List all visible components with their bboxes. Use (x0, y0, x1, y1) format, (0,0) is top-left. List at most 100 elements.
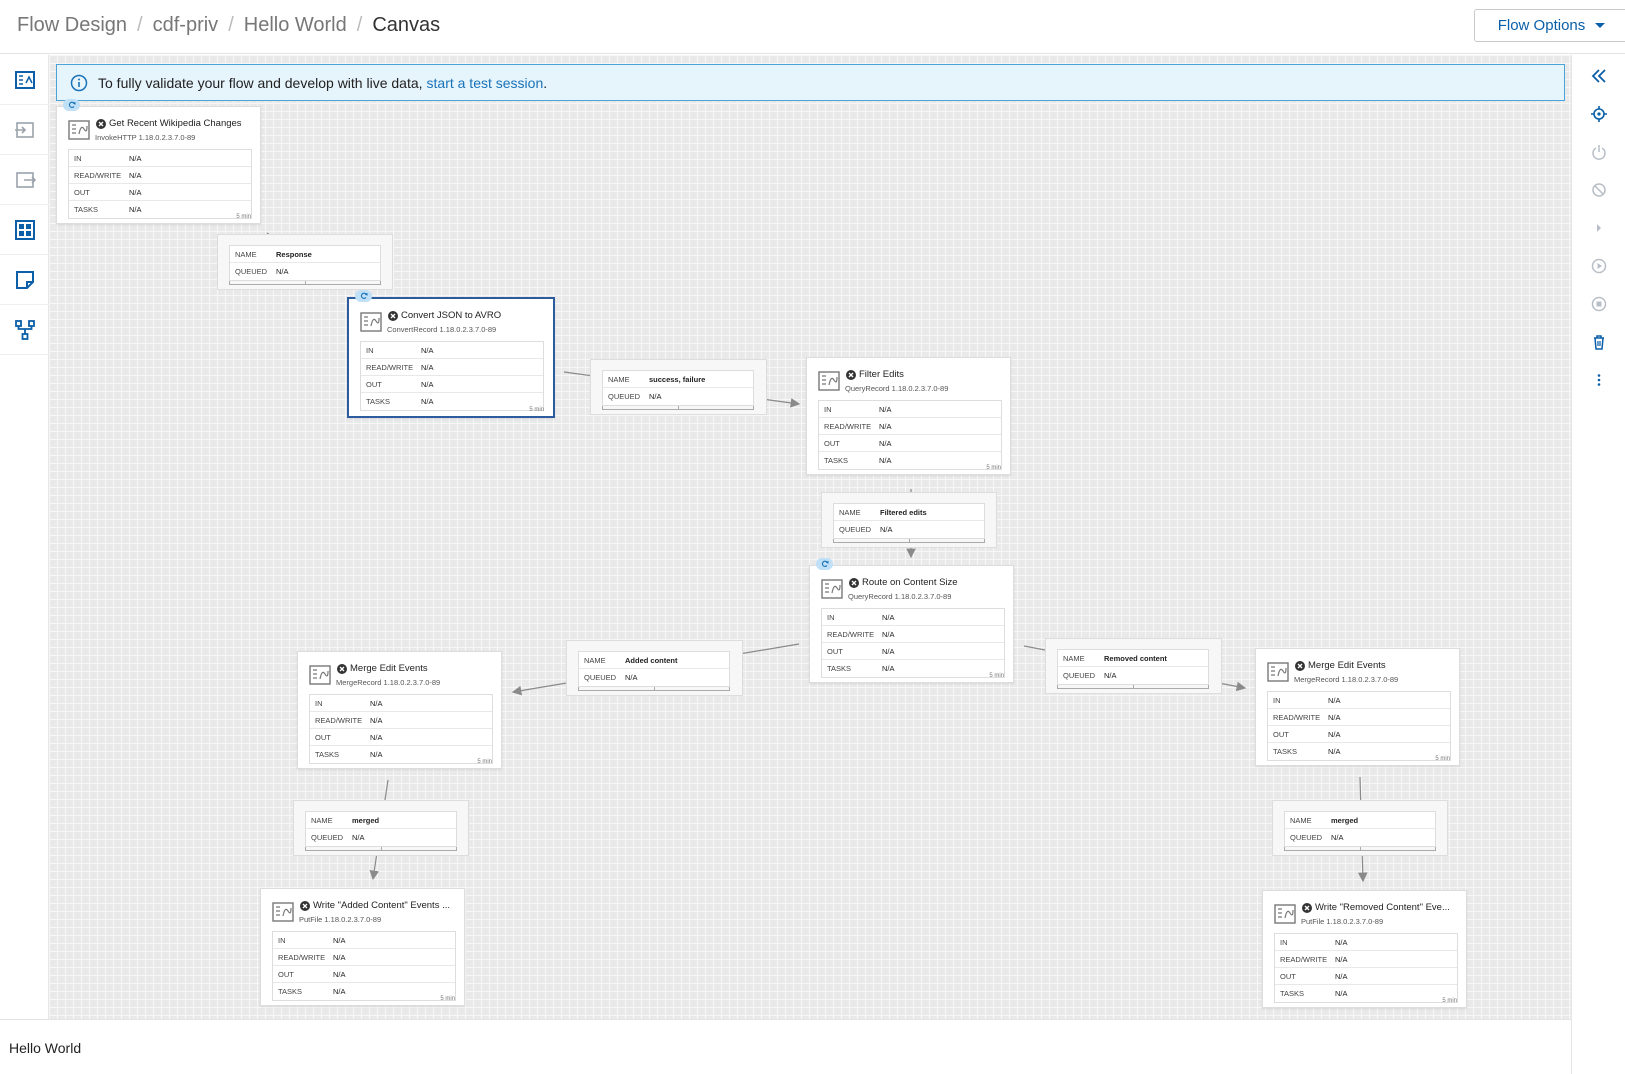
output-port-tool-button[interactable] (0, 155, 49, 205)
conn-queued-value: N/A (649, 392, 662, 401)
conn-queued-value: N/A (1331, 833, 1344, 842)
more-options-button[interactable] (1572, 361, 1625, 399)
stat-value: N/A (1328, 695, 1341, 705)
refresh-badge (816, 558, 833, 570)
error-icon (300, 901, 310, 911)
processor-tool-button[interactable] (0, 55, 49, 105)
processor-route-on-content-size[interactable]: Route on Content Size QueryRecord 1.18.0… (809, 558, 1014, 683)
stat-value: N/A (421, 345, 434, 355)
processor-get-recent-wikipedia-changes[interactable]: Get Recent Wikipedia Changes InvokeHTTP … (56, 99, 261, 224)
processor-merge-edit-events-left[interactable]: Merge Edit Events MergeRecord 1.18.0.2.3… (297, 651, 502, 769)
locate-button[interactable] (1572, 95, 1625, 133)
stat-value: N/A (421, 379, 434, 389)
processor-convert-json-to-avro[interactable]: Convert JSON to AVRO ConvertRecord 1.18.… (347, 290, 555, 418)
breadcrumb-hello-world[interactable]: Hello World (243, 14, 347, 36)
stat-label: READ/WRITE (315, 715, 363, 725)
stat-label: IN (278, 935, 286, 945)
stat-value: N/A (333, 987, 346, 996)
queue-bar (1284, 847, 1436, 851)
conn-queued-label: QUEUED (311, 833, 344, 842)
stat-label: READ/WRITE (74, 170, 122, 180)
stat-label: OUT (315, 732, 331, 742)
conn-queued-label: QUEUED (235, 267, 268, 276)
conn-queued-label: QUEUED (839, 525, 872, 534)
enable-button[interactable] (1572, 133, 1625, 171)
stop-button[interactable] (1572, 285, 1625, 323)
stat-value: N/A (129, 153, 142, 163)
input-port-tool-button[interactable] (0, 105, 49, 155)
test-session-banner: To fully validate your flow and develop … (56, 64, 1565, 101)
queue-bar (578, 687, 730, 691)
refresh-badge (355, 290, 372, 302)
conn-name-label: NAME (1290, 815, 1312, 825)
stat-value: N/A (370, 750, 383, 759)
processor-name: Route on Content Size (862, 577, 958, 588)
stat-label: READ/WRITE (824, 421, 872, 431)
funnel-tool-button[interactable] (0, 305, 49, 355)
disable-button[interactable] (1572, 171, 1625, 209)
breadcrumb: Flow Design / cdf-priv / Hello World / C… (17, 14, 440, 37)
breadcrumb-cdf-priv[interactable]: cdf-priv (152, 14, 219, 36)
stat-rw-row: READ/WRITE N/A (819, 418, 1001, 435)
stats-period: 5 min (529, 407, 544, 413)
stat-label: OUT (74, 187, 90, 197)
caret-right-icon (1597, 224, 1601, 232)
breadcrumb-separator: / (137, 14, 143, 36)
processor-icon (14, 70, 35, 89)
expand-button[interactable] (1572, 209, 1625, 247)
processor-type: PutFile 1.18.0.2.3.7.0-89 (1301, 917, 1384, 926)
stats-period: 5 min (477, 759, 492, 765)
stat-value: N/A (879, 421, 892, 431)
breadcrumb-canvas: Canvas (372, 14, 441, 36)
start-button[interactable] (1572, 247, 1625, 285)
processor-icon (818, 371, 840, 391)
start-test-session-link[interactable]: start a test session (426, 74, 544, 91)
conn-name-label: NAME (311, 815, 333, 825)
error-icon (337, 664, 347, 674)
process-group-tool-button[interactable] (0, 205, 49, 255)
stat-value: N/A (1328, 747, 1341, 756)
label-tool-button[interactable] (0, 255, 49, 305)
info-icon (70, 74, 88, 91)
stat-label: OUT (1273, 729, 1289, 739)
processor-filter-edits[interactable]: Filter Edits QueryRecord 1.18.0.2.3.7.0-… (806, 357, 1011, 475)
flow-canvas[interactable]: To fully validate your flow and develop … (49, 55, 1571, 1019)
breadcrumb-flow-design[interactable]: Flow Design (17, 14, 128, 36)
processor-name: Merge Edit Events (350, 663, 428, 674)
processor-type: QueryRecord 1.18.0.2.3.7.0-89 (845, 384, 949, 393)
processor-type: MergeRecord 1.18.0.2.3.7.0-89 (336, 678, 441, 687)
trash-icon (1594, 335, 1604, 350)
processor-merge-edit-events-right[interactable]: Merge Edit Events MergeRecord 1.18.0.2.3… (1255, 648, 1460, 766)
collapse-panel-button[interactable] (1572, 57, 1625, 95)
processor-write-removed-content-events[interactable]: Write "Removed Content" Eve... PutFile 1… (1262, 890, 1467, 1008)
flow-options-button[interactable]: Flow Options (1474, 9, 1625, 42)
stat-label: TASKS (827, 664, 852, 673)
delete-button[interactable] (1572, 323, 1625, 361)
stat-label: READ/WRITE (827, 629, 875, 639)
processor-type: PutFile 1.18.0.2.3.7.0-89 (299, 915, 382, 924)
processor-write-added-content-events[interactable]: Write "Added Content" Events ... PutFile… (260, 888, 465, 1006)
stat-label: OUT (1280, 971, 1296, 981)
stat-label: IN (1280, 937, 1288, 947)
